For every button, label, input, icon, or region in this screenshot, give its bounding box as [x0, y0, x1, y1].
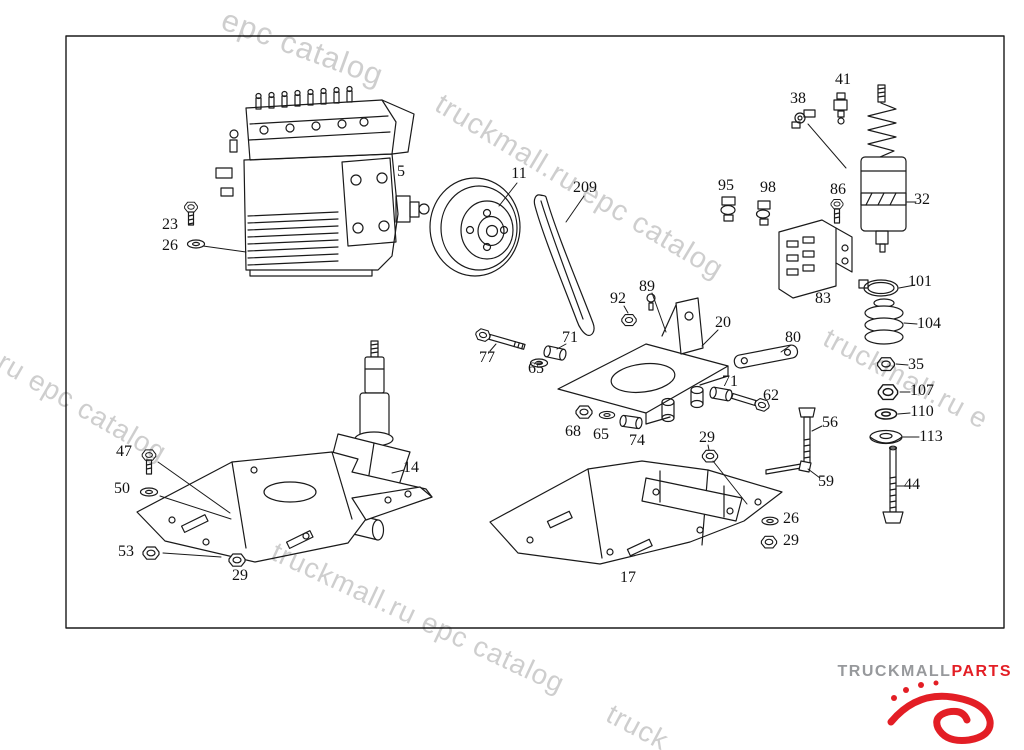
fasteners-right-illustration: [701, 407, 816, 475]
parts-89-92-illustration: [621, 293, 656, 327]
compressor-illustration: [215, 85, 430, 277]
belt-illustration: [533, 194, 595, 336]
left-mount-assembly-illustration: [136, 340, 433, 563]
regulator-illustration: [860, 84, 907, 253]
bolt-23-washer-26-illustration: [184, 201, 206, 249]
bracket-83-illustration: [778, 219, 853, 299]
logo-truckmall: TRUCKMALL: [837, 663, 952, 680]
pulley-illustration: [429, 177, 521, 277]
brand-logo: TRUCKMALLPARTS: [838, 663, 1012, 681]
fittings-38-41-illustration: [791, 92, 848, 129]
diagram-frame: [65, 35, 1005, 629]
logo-parts: PARTS: [951, 663, 1012, 680]
plate-20-illustration: [557, 297, 729, 425]
clamp-101-bellows-104-illustration: [858, 279, 904, 345]
fittings-95-98-bolt-86-illustration: [720, 196, 844, 226]
fasteners-center-illustration: [474, 327, 772, 430]
swirl-icon: [887, 680, 994, 744]
hardware-lower-right-illustration: [760, 516, 779, 549]
strap-80-illustration: [733, 344, 799, 369]
hardware-column-illustration: [869, 357, 904, 524]
hardware-left-illustration: [139, 449, 246, 567]
leader-lines: [157, 123, 920, 558]
right-mount-assembly-illustration: [489, 460, 783, 565]
